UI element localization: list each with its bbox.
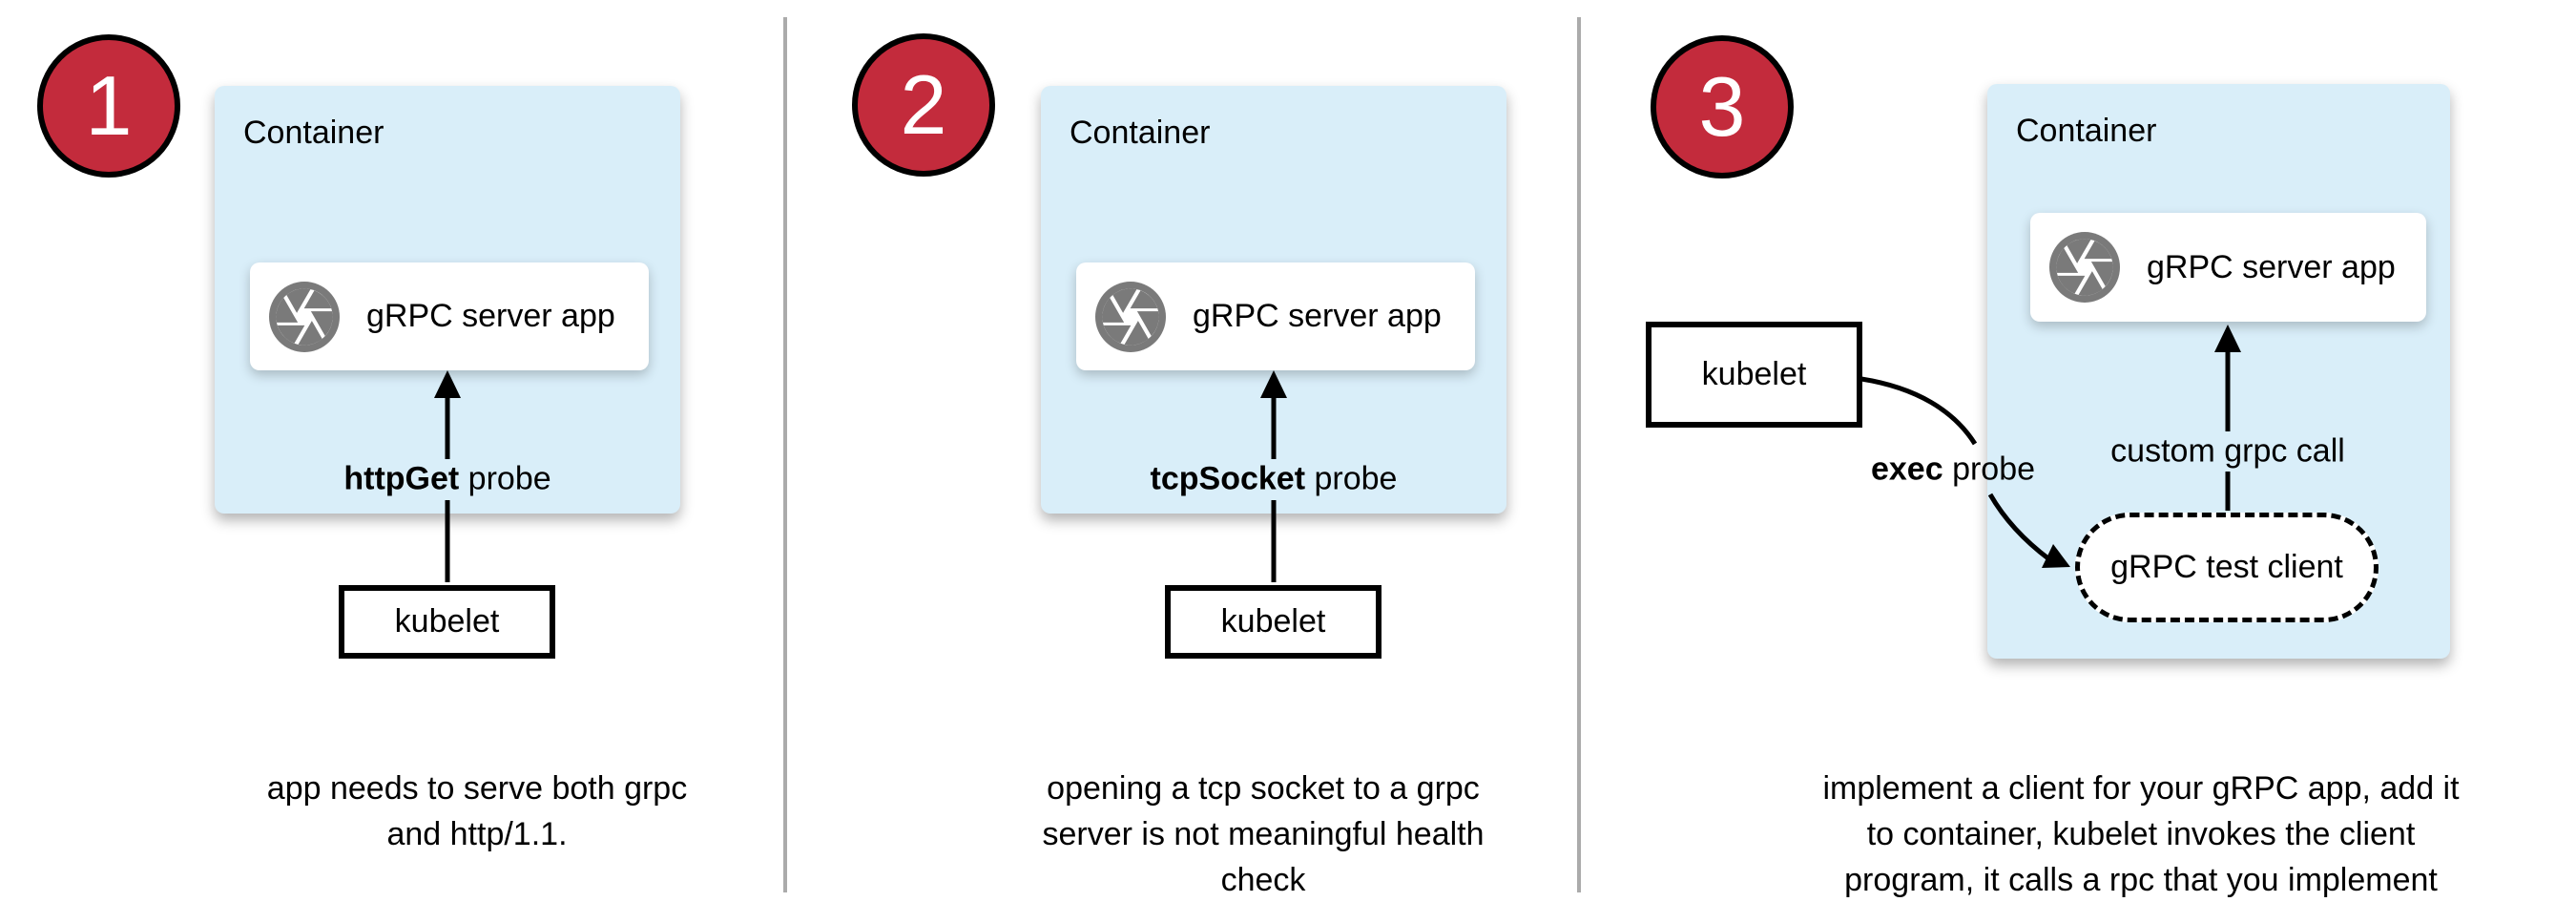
container-label: Container xyxy=(2016,113,2157,149)
caption-line: server is not meaningful health xyxy=(1042,816,1485,852)
httpget-probe-label: httpGet probe xyxy=(343,460,551,497)
container-label: Container xyxy=(243,115,384,151)
grpc-test-client-box: gRPC test client xyxy=(2075,513,2379,622)
kubelet-box-1: kubelet xyxy=(339,585,555,659)
step-badge-3: 3 xyxy=(1651,35,1794,178)
caption-line: check xyxy=(1220,862,1306,898)
panel-divider-1 xyxy=(783,17,787,892)
grpc-server-app-box: gRPC server app xyxy=(1076,262,1475,370)
arrow-line xyxy=(1860,376,1978,446)
grpc-server-app-label: gRPC server app xyxy=(366,298,615,334)
grpc-server-app-box: gRPC server app xyxy=(2030,213,2426,322)
kubelet-box-3: kubelet xyxy=(1646,322,1862,428)
panel-caption-3: implement a client for your gRPC app, ad… xyxy=(1822,766,2459,903)
kubelet-box-2: kubelet xyxy=(1165,585,1381,659)
container-label: Container xyxy=(1070,115,1211,151)
caption-line: and http/1.1. xyxy=(386,816,568,852)
grpc-server-app-label: gRPC server app xyxy=(1193,298,1442,334)
step-badge-2: 2 xyxy=(852,33,995,177)
caption-line: program, it calls a rpc that you impleme… xyxy=(1844,862,2438,898)
panel-caption-2: opening a tcp socket to a grpc server is… xyxy=(1042,766,1484,903)
custom-grpc-call-label: custom grpc call xyxy=(2110,432,2345,470)
container-box-1: Container gRPC server app xyxy=(215,86,680,514)
camera-shutter-icon xyxy=(269,281,340,352)
panel-divider-2 xyxy=(1577,17,1581,892)
grpc-server-app-box: gRPC server app xyxy=(250,262,649,370)
camera-shutter-icon xyxy=(1095,281,1166,352)
exec-probe-label: exec probe xyxy=(1870,451,2036,488)
caption-line: opening a tcp socket to a grpc xyxy=(1047,770,1480,807)
caption-line: app needs to serve both grpc xyxy=(266,770,688,807)
panel-caption-1: app needs to serve both grpc and http/1.… xyxy=(267,766,687,857)
step-badge-1: 1 xyxy=(37,34,180,178)
grpc-server-app-label: gRPC server app xyxy=(2147,248,2396,285)
caption-line: implement a client for your gRPC app, ad… xyxy=(1822,770,2460,807)
caption-line: to container, kubelet invokes the client xyxy=(1866,816,2416,852)
camera-shutter-icon xyxy=(2049,232,2120,303)
tcpsocket-probe-label: tcpSocket probe xyxy=(1150,460,1398,497)
container-box-2: Container gRPC server app xyxy=(1041,86,1506,514)
